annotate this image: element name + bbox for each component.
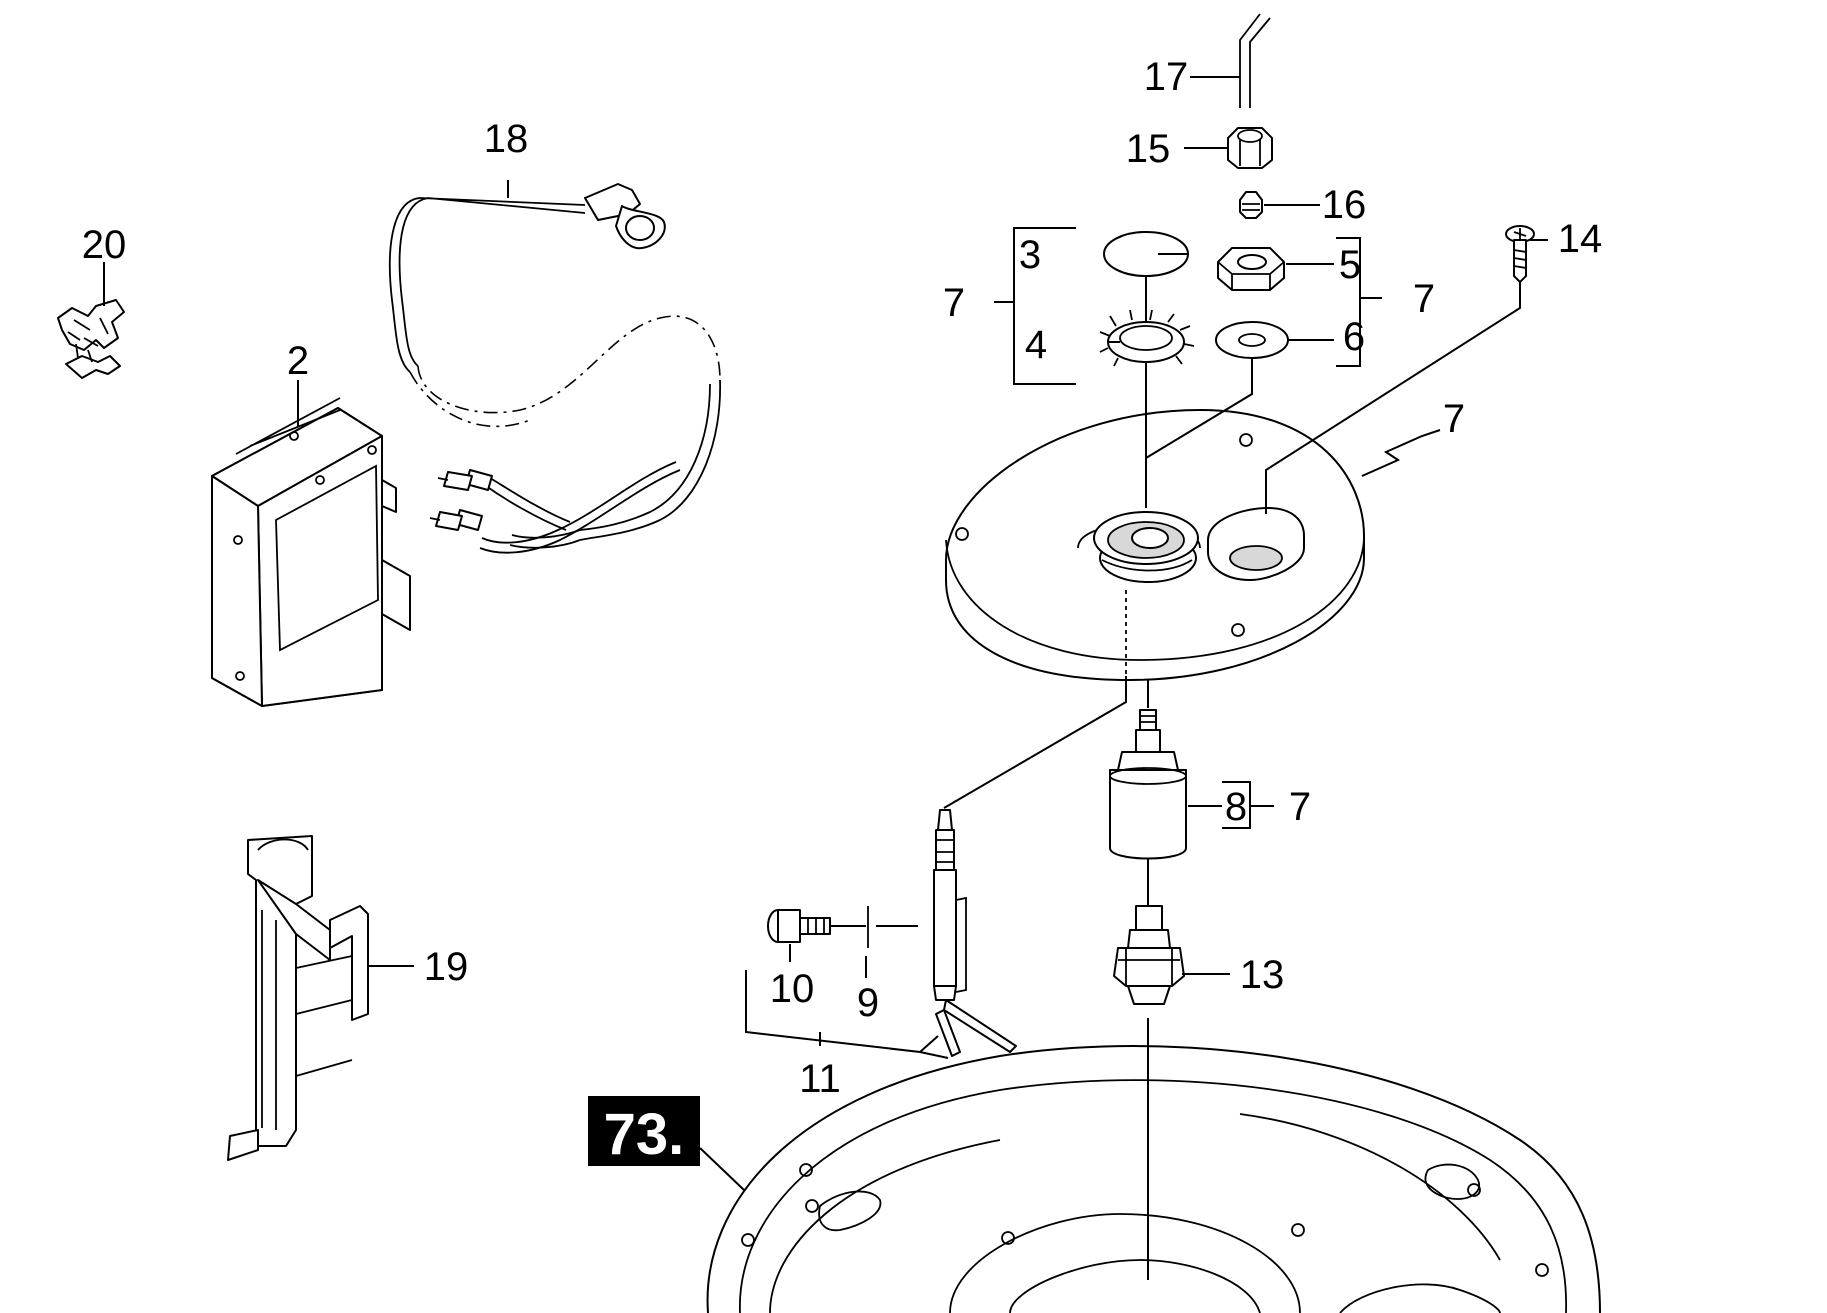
callout-7-plate: 7 bbox=[1443, 397, 1465, 441]
part-17-pipe bbox=[1239, 13, 1271, 108]
part-19-bracket bbox=[227, 835, 369, 1161]
callout-9: 9 bbox=[857, 981, 879, 1025]
section-badge-text: 73. bbox=[604, 1102, 685, 1167]
part-14-screw bbox=[1505, 225, 1535, 283]
callout-16: 16 bbox=[1322, 183, 1367, 227]
callout-20: 20 bbox=[82, 223, 127, 267]
burner-plate bbox=[945, 409, 1365, 681]
callout-11: 11 bbox=[799, 1057, 841, 1101]
leader-lines bbox=[103, 76, 1548, 1280]
callout-7-right: 7 bbox=[1413, 277, 1435, 321]
part-10-screw bbox=[767, 909, 831, 943]
part-8-sleeve bbox=[1109, 709, 1187, 860]
callout-3: 3 bbox=[1019, 233, 1041, 277]
callout-19: 19 bbox=[424, 945, 469, 989]
callout-17: 17 bbox=[1144, 55, 1189, 99]
callout-7-sleeve: 7 bbox=[1289, 785, 1311, 829]
callout-14: 14 bbox=[1558, 217, 1603, 261]
callout-6: 6 bbox=[1343, 315, 1365, 359]
callout-4: 4 bbox=[1025, 323, 1047, 367]
part-5-nut bbox=[1217, 247, 1285, 291]
part-13-nozzle bbox=[1113, 905, 1185, 1005]
part-2-ignition-transformer bbox=[211, 397, 411, 707]
callout-7-left: 7 bbox=[943, 281, 965, 325]
callout-5: 5 bbox=[1339, 243, 1361, 287]
part-18-ignition-cable bbox=[389, 183, 721, 554]
part-6-washer bbox=[1215, 321, 1289, 359]
part-20-clip bbox=[57, 299, 125, 379]
part-15-nut bbox=[1227, 127, 1273, 169]
boiler-base-flange bbox=[706, 1045, 1601, 1313]
part-16-nipple bbox=[1239, 191, 1263, 219]
callout-8: 8 bbox=[1225, 785, 1247, 829]
callout-labels: 17 15 16 5 6 7 14 3 4 7 7 8 7 13 10 9 11… bbox=[82, 55, 1603, 1101]
callout-2: 2 bbox=[287, 339, 309, 383]
section-badge: 73. bbox=[588, 1096, 700, 1167]
callout-18: 18 bbox=[484, 117, 529, 161]
part-4-lock-washer bbox=[1099, 309, 1195, 367]
callout-15: 15 bbox=[1126, 127, 1171, 171]
callout-13: 13 bbox=[1240, 953, 1285, 997]
callout-10: 10 bbox=[770, 967, 815, 1011]
part-11-ignition-electrode bbox=[933, 809, 1017, 1057]
